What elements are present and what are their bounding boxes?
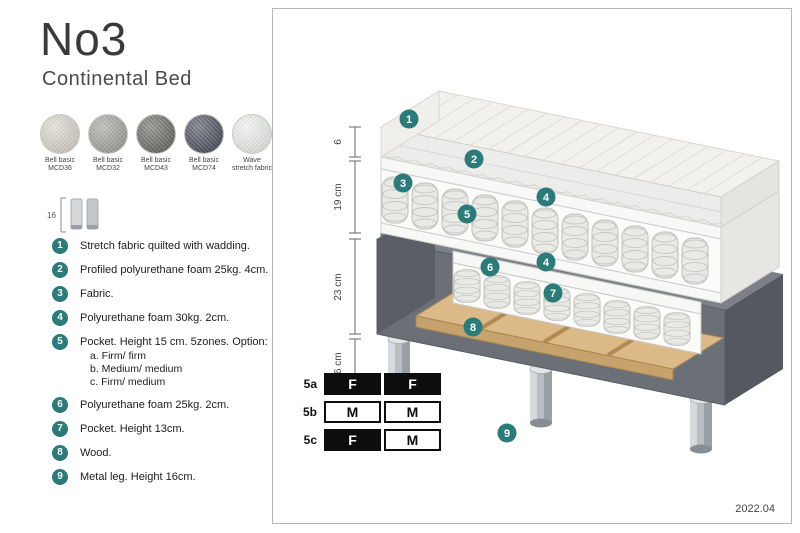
diagram-badge-2 [464, 149, 484, 169]
firmness-cell: M [324, 401, 381, 423]
firmness-cell: M [384, 429, 441, 451]
legend-sub-option: c. Firm/ medium [90, 376, 166, 388]
list-item: 1 Stretch fabric quilted with wadding. [52, 238, 284, 254]
profiled-foam-wave [380, 152, 722, 225]
legend-badge-4: 4 [52, 310, 68, 326]
legend-text: Profiled polyurethane foam 25kg. 4cm. [80, 264, 269, 276]
diagram-badge-8 [463, 317, 483, 337]
diagram-badge-3-label: 3 [400, 178, 406, 190]
firmness-cell: F [384, 373, 441, 395]
diagram-badge-6-label: 6 [487, 262, 493, 274]
fabric-swatch-circle [40, 114, 80, 154]
firmness-cell: M [384, 401, 441, 423]
legend-text: Fabric. [80, 288, 114, 300]
diagram-badge-8-label: 8 [470, 322, 476, 334]
firmness-row-label: 5a [303, 377, 317, 391]
diagram-badge-4b [536, 252, 556, 272]
diagram-badge-4a [536, 187, 556, 207]
diagram-badge-1-label: 1 [406, 114, 412, 126]
list-item: 8 Wood. [52, 445, 284, 461]
diagram-badge-4a-label: 4 [543, 192, 550, 204]
diagram-badge-5-label: 5 [464, 209, 470, 221]
dimension-label-lower: 23 cm [333, 273, 344, 300]
firmness-cell: F [324, 373, 381, 395]
legend-badge-6: 6 [52, 397, 68, 413]
fabric-swatch-circle [184, 114, 224, 154]
diagram-badge-7 [543, 283, 563, 303]
dimension-label-top: 6 [333, 139, 344, 145]
firmness-row-label: 5b [302, 405, 317, 419]
legend-badge-8: 8 [52, 445, 68, 461]
list-item: 3 Fabric. [52, 286, 284, 302]
list-item: 5 Pocket. Height 15 cm. 5zones. Option: … [52, 334, 284, 389]
diagram-badge-9-label: 9 [504, 428, 510, 440]
legend-badge-5: 5 [52, 334, 68, 350]
list-item: 7 Pocket. Height 13cm. [52, 421, 284, 437]
mattress-top-right-face [720, 160, 780, 228]
diagram-panel: 6 19 cm 23 cm 16 cm 1 2 3 4 5 4 6 7 8 9 [272, 8, 792, 524]
legend-text: Pocket. Height 13cm. [80, 423, 185, 435]
page-subtitle: Continental Bed [42, 68, 192, 90]
base-right-face [725, 274, 783, 405]
fabric-swatch-circle [136, 114, 176, 154]
dimension-label-upper: 19 cm [333, 183, 344, 210]
legend-sub-option: b. Medium/ medium [90, 363, 183, 375]
diagram-badge-2-label: 2 [471, 154, 477, 166]
legend-text: Wood. [80, 447, 112, 459]
legend-text: Polyurethane foam 25kg. 2cm. [80, 399, 230, 411]
diagram-badge-7-label: 7 [550, 288, 556, 300]
list-item: 6 Polyurethane foam 25kg. 2cm. [52, 397, 284, 413]
legend-sub-option: a. Firm/ firm [90, 350, 146, 362]
leg-height-label: 16 [47, 211, 56, 220]
legend-text: Metal leg. Height 16cm. [80, 471, 196, 483]
legend-badge-7: 7 [52, 421, 68, 437]
firmness-row-label: 5c [303, 433, 317, 447]
diagram-badge-5 [457, 204, 477, 224]
diagram-badge-6 [480, 257, 500, 277]
legend-badge-1: 1 [52, 238, 68, 254]
legend-badge-3: 3 [52, 286, 68, 302]
list-item: 2 Profiled polyurethane foam 25kg. 4cm. [52, 262, 284, 278]
legend-badge-2: 2 [52, 262, 68, 278]
list-item: 9 Metal leg. Height 16cm. [52, 469, 284, 485]
legend-text: Polyurethane foam 30kg. 2cm. [80, 312, 230, 324]
page-title: No3 [40, 13, 128, 65]
firmness-row-5c: 5c F M [295, 429, 441, 451]
metal-leg [529, 364, 553, 428]
bed-cutaway-diagram: 6 19 cm 23 cm 16 cm 1 2 3 4 5 4 6 7 8 9 [333, 90, 783, 454]
leg-height-icon: 16 [46, 192, 116, 241]
metal-leg [689, 394, 713, 454]
fabric-swatch-circle [88, 114, 128, 154]
fabric-swatch-circle [232, 114, 272, 154]
legend-text: Stretch fabric quilted with wadding. [80, 240, 250, 252]
firmness-row-5b: 5b M M [295, 401, 441, 423]
version-date: 2022.04 [735, 503, 775, 515]
diagram-badge-9 [497, 423, 517, 443]
list-item: 4 Polyurethane foam 30kg. 2cm. [52, 310, 284, 326]
diagram-badge-3 [393, 173, 413, 193]
firmness-cell: F [324, 429, 381, 451]
dimension-label-leg: 16 cm [333, 352, 344, 379]
diagram-badge-1 [399, 109, 419, 129]
legend-list: 1 Stretch fabric quilted with wadding. 2… [52, 238, 284, 493]
dimension-brackets [349, 126, 361, 394]
legend-text: Pocket. Height 15 cm. 5zones. Option: a.… [80, 336, 268, 388]
firmness-row-5a: 5a F F [295, 373, 441, 395]
diagram-badge-4b-label: 4 [543, 257, 550, 269]
quilt-seam-line [380, 141, 722, 213]
firmness-table: 5a F F 5b M M 5c F M [295, 373, 441, 457]
legend-badge-9: 9 [52, 469, 68, 485]
